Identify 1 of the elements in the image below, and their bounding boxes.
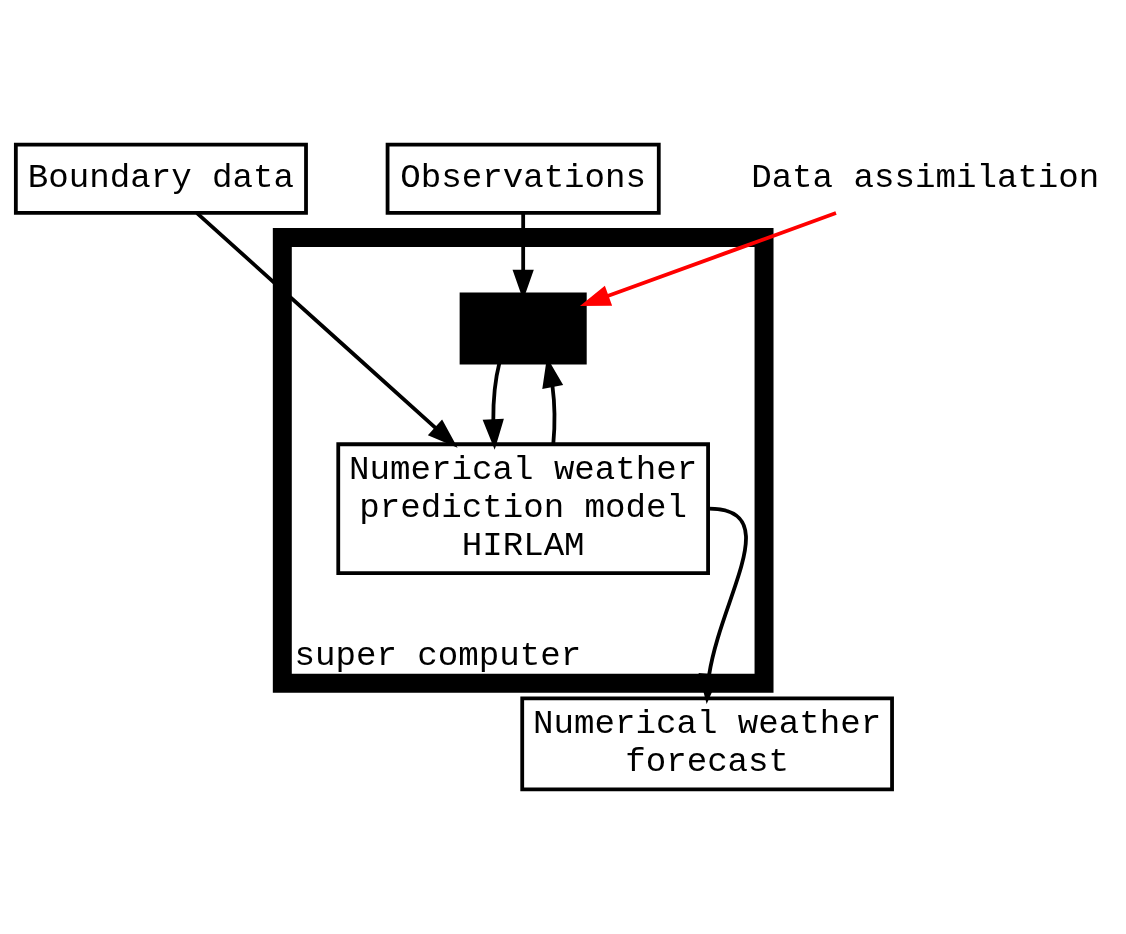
node-text: Data assimilation <box>751 159 1100 198</box>
